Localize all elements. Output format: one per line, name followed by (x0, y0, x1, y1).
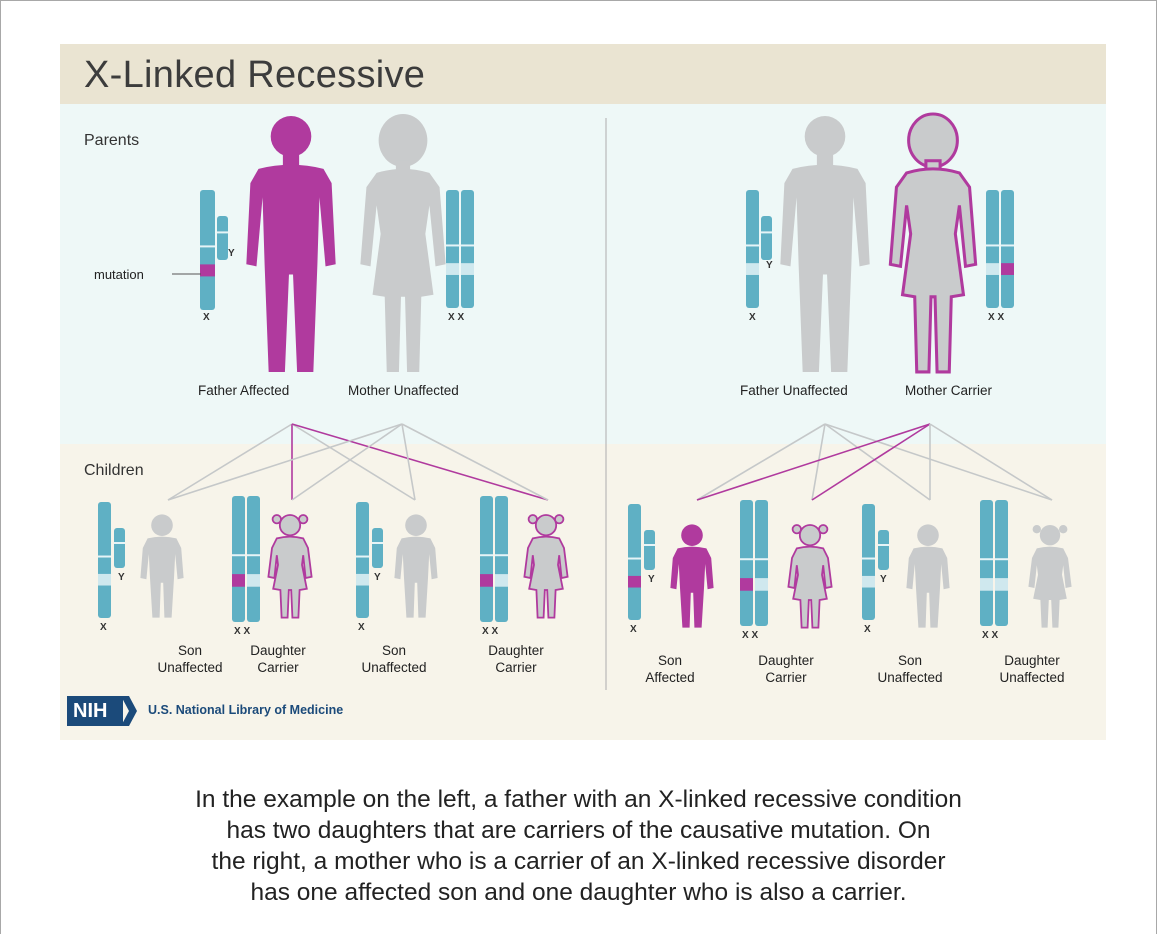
chromosome-label: Y (880, 574, 887, 585)
right-mother-x-chromosome-1 (986, 190, 999, 308)
left-daughter-1-x-chromosome-1 (232, 496, 245, 622)
right-daughter-2-x-chromosome-2 (995, 500, 1008, 626)
chromosome-label: Y (228, 248, 235, 259)
left-son-1-y-chromosome (114, 528, 125, 568)
chromosome-label: X X (448, 312, 464, 323)
right-father-label: Father Unaffected (740, 382, 848, 399)
figure-title: X-Linked Recessive (84, 54, 425, 97)
right-daughter-1-x-chromosome-1 (740, 500, 753, 626)
left-daughter-2-x-chromosome-2 (495, 496, 508, 622)
right-father-y-chromosome (761, 216, 772, 260)
left-daughter-1-x-chromosome-2 (247, 496, 260, 622)
right-son-2-x-chromosome (862, 504, 875, 620)
frame-border-left (0, 0, 1, 934)
left-son-1-x-chromosome (98, 502, 111, 618)
caption-line-2: has two daughters that are carriers of t… (60, 815, 1097, 846)
chromosome-label: X (203, 312, 210, 323)
chromosome-label: Y (118, 572, 125, 583)
children-label: Children (84, 462, 144, 480)
right-son-1-y-chromosome (644, 530, 655, 570)
frame-border-top (0, 0, 1157, 1)
children-background (60, 444, 1106, 740)
right-son-1-x-chromosome (628, 504, 641, 620)
left-son-2-y-chromosome (372, 528, 383, 568)
figure-caption: In the example on the left, a father wit… (60, 784, 1097, 908)
right-daughter-1-x-chromosome-2 (755, 500, 768, 626)
chromosome-label: X X (482, 626, 498, 637)
chromosome-label: X (749, 312, 756, 323)
chromosome-label: X X (988, 312, 1004, 323)
nih-logo: NIH (67, 696, 123, 726)
left-mother-x-chromosome-1 (446, 190, 459, 308)
chromosome-label: X X (742, 630, 758, 641)
inheritance-figure: Y X X X Y X X X Y X X X Y X X X Y X X X Y X X X X-Linked … (60, 44, 1106, 740)
right-daughter-2-x-chromosome-1 (980, 500, 993, 626)
chromosome-label: Y (766, 260, 773, 271)
left-father-y-chromosome (217, 216, 228, 260)
chromosome-label: X (100, 622, 107, 633)
chromosome-label: X X (234, 626, 250, 637)
right-mother-x-chromosome-2 (1001, 190, 1014, 308)
right-father-x-chromosome (746, 190, 759, 308)
chromosome-label: Y (374, 572, 381, 583)
caption-line-3: the right, a mother who is a carrier of … (60, 846, 1097, 877)
chromosome-label: X X (982, 630, 998, 641)
left-mother-label: Mother Unaffected (348, 382, 459, 399)
left-mother-x-chromosome-2 (461, 190, 474, 308)
right-son-2-y-chromosome (878, 530, 889, 570)
chromosome-label: X (864, 624, 871, 635)
parents-label: Parents (84, 132, 139, 150)
caption-line-1: In the example on the left, a father wit… (60, 784, 1097, 815)
left-son-2-x-chromosome (356, 502, 369, 618)
left-daughter-2-x-chromosome-1 (480, 496, 493, 622)
nlm-name: U.S. National Library of Medicine (148, 703, 343, 717)
chromosome-label: X (630, 624, 637, 635)
right-mother-label: Mother Carrier (905, 382, 992, 399)
left-father-x-chromosome (200, 190, 215, 310)
left-father-label: Father Affected (198, 382, 289, 399)
chromosome-label: X (358, 622, 365, 633)
mutation-label: mutation (94, 266, 144, 283)
chromosome-label: Y (648, 574, 655, 585)
caption-line-4: has one affected son and one daughter wh… (60, 877, 1097, 908)
nih-chevron-icon (121, 696, 137, 726)
